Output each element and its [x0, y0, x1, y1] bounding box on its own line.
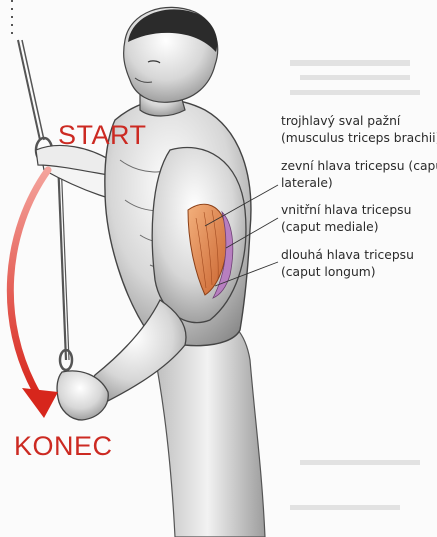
leader-lines — [204, 184, 279, 287]
annotation-triceps-brachii: trojhlavý sval pažní (musculus triceps b… — [281, 113, 437, 147]
hand — [56, 370, 109, 421]
annotation-long-head: dlouhá hlava tricepsu (caput longum) — [281, 247, 414, 281]
annotation-line: (musculus triceps brachii): — [281, 131, 437, 145]
annotation-line: dlouhá hlava tricepsu — [281, 248, 414, 262]
konec-label: KONEC — [14, 431, 113, 461]
annotation-line: trojhlavý sval pažní — [281, 114, 401, 128]
triceps-fibers — [195, 209, 219, 289]
start-label: START — [58, 120, 147, 150]
annotation-line: (caput mediale) — [281, 220, 379, 234]
annotation-medial-head: vnitřní hlava tricepsu (caput mediale) — [281, 202, 411, 236]
hair — [128, 9, 218, 52]
triceps-medial-head — [212, 210, 234, 299]
cable-machine — [11, 0, 74, 372]
annotation-line: (caput longum) — [281, 265, 376, 279]
annotation-line: zevní hlava tricepsu (caput — [281, 159, 437, 173]
annotation-line: vnitřní hlava tricepsu — [281, 203, 412, 217]
arrow-head — [22, 388, 58, 418]
annotation-line: laterale) — [281, 176, 333, 190]
background-texture — [290, 60, 420, 510]
movement-arrow — [6, 166, 52, 399]
legs — [149, 319, 266, 537]
annotation-lateral-head: zevní hlava tricepsu (caput laterale) — [281, 158, 437, 192]
